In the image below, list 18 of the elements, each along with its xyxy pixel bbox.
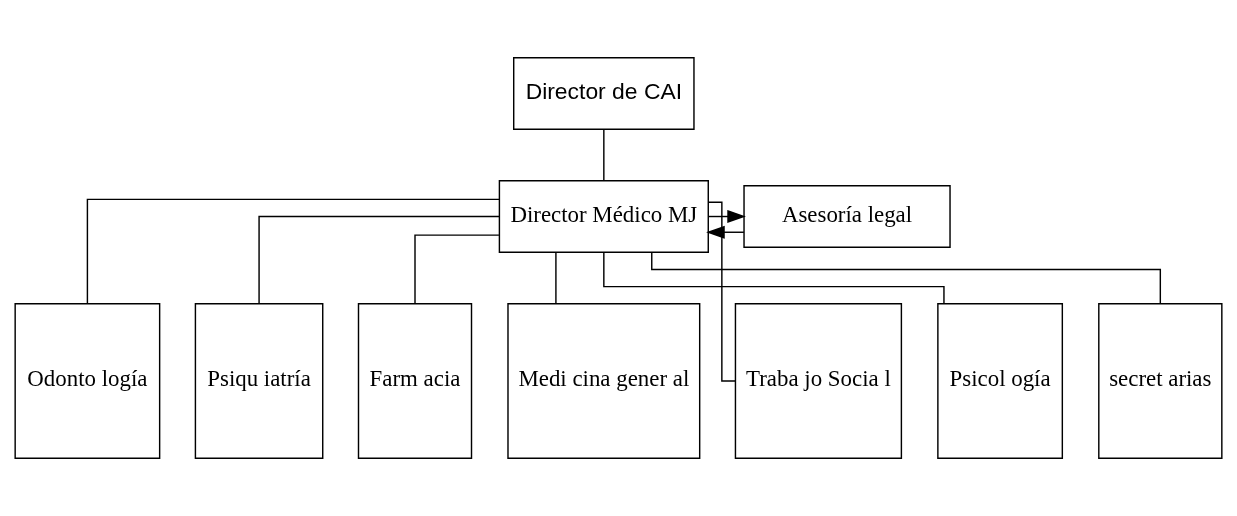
- node-box: Director Médico MJ: [498, 180, 709, 253]
- node-box: Odonto logía: [14, 303, 161, 459]
- node-box: Psicol ogía: [937, 303, 1064, 459]
- arrow: [707, 210, 746, 224]
- node-box: Medi cina gener al: [507, 303, 701, 459]
- arrow: [706, 225, 745, 239]
- node-box: Traba jo Socia l: [734, 303, 903, 459]
- node-box: secret arias: [1098, 303, 1223, 459]
- connector: [555, 251, 557, 304]
- node-box: Director de CAI: [513, 57, 695, 130]
- node-box: Farm acia: [357, 303, 473, 459]
- connector: [258, 215, 500, 305]
- node-box: Asesoría legal: [743, 185, 951, 248]
- node-box: Psiqu iatría: [194, 303, 324, 459]
- connector: [603, 129, 605, 182]
- connector: [707, 201, 736, 382]
- connector: [414, 234, 500, 305]
- connector: [86, 198, 501, 305]
